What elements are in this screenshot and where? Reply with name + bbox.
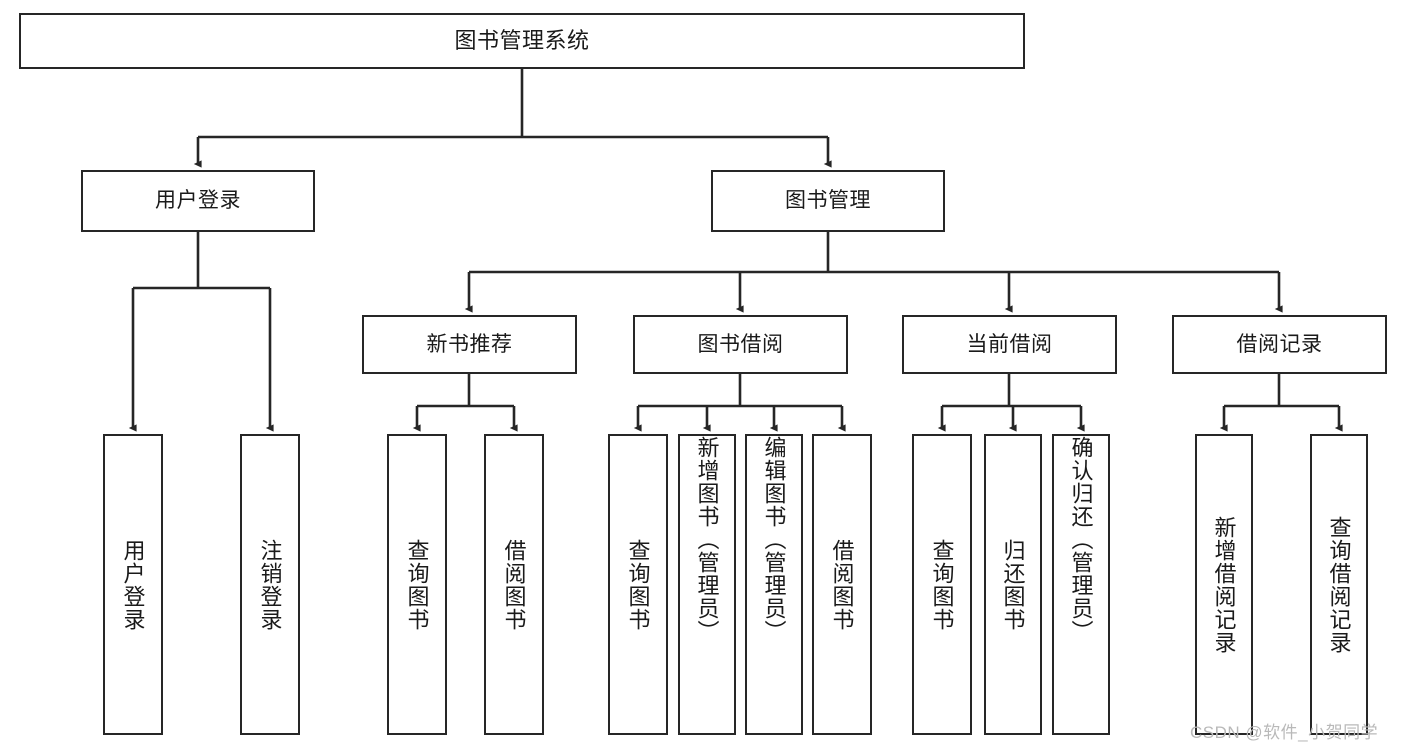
- node-leaf-borrow-book-recommend[interactable]: 借阅图书: [484, 434, 544, 735]
- node-leaf-query-book-recommend-label: 查询图书: [404, 538, 430, 631]
- node-leaf-return-book[interactable]: 归还图书: [984, 434, 1042, 735]
- node-leaf-add-book-label: 新增图书（管理员）: [694, 436, 720, 643]
- node-leaf-edit-book-label: 编辑图书（管理员）: [761, 436, 787, 643]
- node-leaf-add-borrow-record[interactable]: 新增借阅记录: [1195, 434, 1253, 735]
- node-leaf-query-borrow-record-label: 查询借阅记录: [1326, 515, 1352, 654]
- node-leaf-user-login[interactable]: 用户登录: [103, 434, 163, 735]
- node-leaf-query-book-current-label: 查询图书: [929, 538, 955, 631]
- node-leaf-return-book-label: 归还图书: [1000, 538, 1026, 631]
- node-new-book-recommend[interactable]: 新书推荐: [362, 315, 577, 374]
- node-leaf-user-login-label: 用户登录: [120, 538, 146, 631]
- node-root[interactable]: 图书管理系统: [19, 13, 1025, 69]
- csdn-watermark: CSDN @软件_小贺同学: [1190, 723, 1379, 742]
- node-leaf-borrow-book-borrow[interactable]: 借阅图书: [812, 434, 872, 735]
- node-book-manage[interactable]: 图书管理: [711, 170, 945, 232]
- node-new-book-recommend-label: 新书推荐: [426, 332, 513, 356]
- node-borrow-record[interactable]: 借阅记录: [1172, 315, 1387, 374]
- node-borrow-record-label: 借阅记录: [1236, 332, 1323, 356]
- node-leaf-edit-book[interactable]: 编辑图书（管理员）: [745, 434, 803, 735]
- node-current-borrow[interactable]: 当前借阅: [902, 315, 1117, 374]
- node-leaf-confirm-return[interactable]: 确认归还（管理员）: [1052, 434, 1110, 735]
- node-book-manage-label: 图书管理: [785, 189, 871, 213]
- node-root-label: 图书管理系统: [454, 27, 590, 53]
- node-user-login[interactable]: 用户登录: [81, 170, 315, 232]
- node-current-borrow-label: 当前借阅: [966, 332, 1053, 356]
- node-leaf-add-book[interactable]: 新增图书（管理员）: [678, 434, 736, 735]
- node-leaf-logout-login[interactable]: 注销登录: [240, 434, 300, 735]
- node-leaf-borrow-book-recommend-label: 借阅图书: [501, 538, 527, 631]
- node-leaf-query-book-borrow[interactable]: 查询图书: [608, 434, 668, 735]
- node-user-login-label: 用户登录: [155, 189, 241, 213]
- node-leaf-query-book-recommend[interactable]: 查询图书: [387, 434, 447, 735]
- node-leaf-borrow-book-borrow-label: 借阅图书: [829, 538, 855, 631]
- node-book-borrow-label: 图书借阅: [697, 332, 784, 356]
- node-leaf-query-book-current[interactable]: 查询图书: [912, 434, 972, 735]
- node-leaf-query-book-borrow-label: 查询图书: [625, 538, 651, 631]
- node-leaf-logout-login-label: 注销登录: [257, 538, 283, 631]
- node-book-borrow[interactable]: 图书借阅: [633, 315, 848, 374]
- node-leaf-query-borrow-record[interactable]: 查询借阅记录: [1310, 434, 1368, 735]
- node-leaf-add-borrow-record-label: 新增借阅记录: [1211, 515, 1237, 654]
- node-leaf-confirm-return-label: 确认归还（管理员）: [1068, 436, 1094, 643]
